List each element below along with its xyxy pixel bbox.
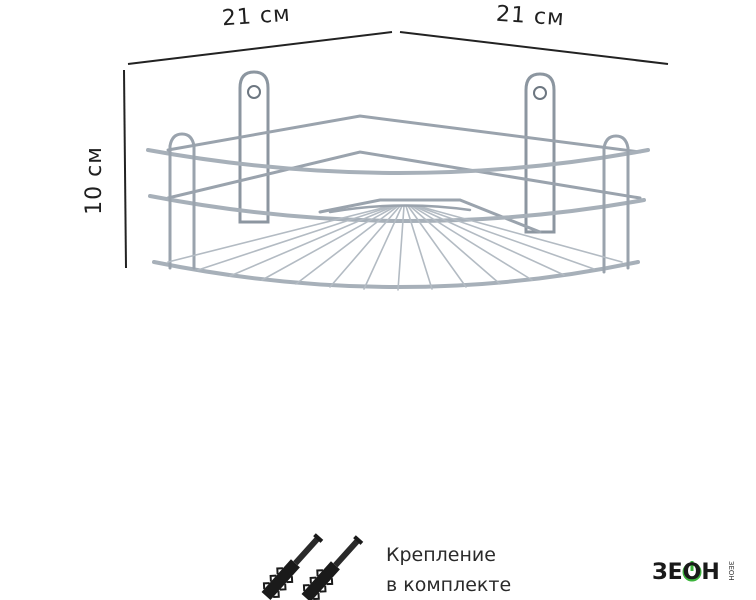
dimension-line-height bbox=[123, 69, 127, 269]
mounting-caption: Крепление в комплекте bbox=[386, 540, 511, 600]
dimension-line-left bbox=[127, 31, 393, 65]
mount-bracket-right bbox=[524, 72, 556, 234]
height-label: 10 см bbox=[81, 146, 107, 215]
corner-shelf bbox=[146, 70, 650, 291]
brand-logo: ЗЕОН bbox=[652, 560, 720, 585]
dimension-lines bbox=[123, 31, 669, 269]
caption-line-2: в комплекте bbox=[386, 574, 512, 596]
brand-logo-sub: ЗЕОН bbox=[727, 561, 735, 581]
wall-anchor-icon bbox=[261, 533, 324, 600]
power-icon bbox=[682, 561, 702, 582]
wall-anchor-icon bbox=[301, 535, 364, 600]
width-right-label: 21 см bbox=[495, 1, 566, 32]
width-left-label: 21 см bbox=[221, 1, 292, 32]
caption-line-1: Крепление bbox=[386, 544, 496, 566]
dimension-line-right bbox=[399, 31, 669, 65]
mount-bracket-left bbox=[238, 70, 270, 224]
